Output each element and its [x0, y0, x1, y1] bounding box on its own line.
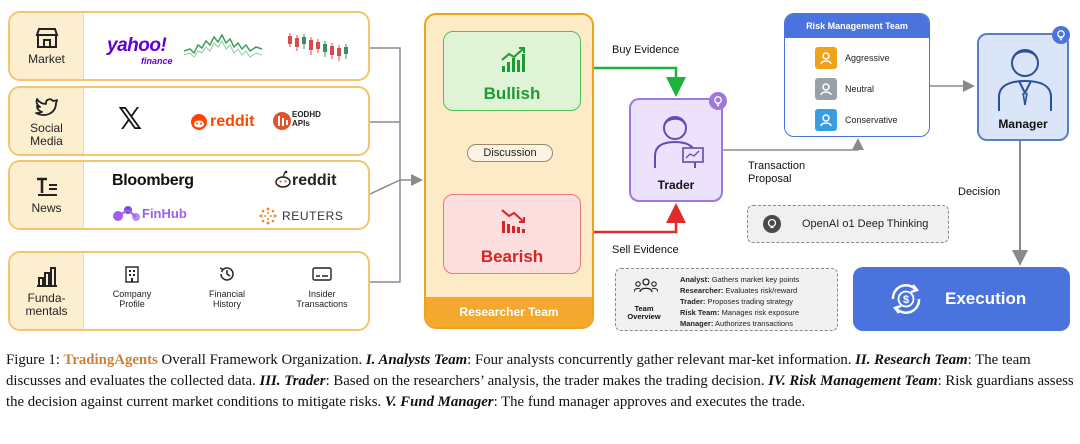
bearish-researcher: Bearish [443, 194, 581, 274]
figure-caption: Figure 1: TradingAgents Overall Framewor… [6, 352, 1074, 410]
connector-market [370, 47, 401, 180]
eodhd-icon [273, 112, 291, 130]
news-label: News [31, 201, 62, 215]
reddit-logo: reddit [210, 113, 255, 130]
lightbulb-icon [709, 92, 727, 110]
history-clock-icon [192, 263, 262, 285]
twitter-bird-icon [34, 95, 60, 119]
risk-neutral: Neutral [815, 78, 874, 100]
team-group-icon [634, 278, 658, 293]
news-text-icon [34, 175, 60, 199]
overview-line-researcher: Researcher: Evaluates risk/reward [680, 286, 798, 295]
sell-evidence-label: Sell Evidence [612, 244, 679, 256]
openai-bulb-icon [763, 215, 781, 233]
discussion-badge: Discussion [467, 144, 553, 162]
bullish-growth-icon [501, 47, 525, 72]
execution-dollar-icon: $ [891, 284, 921, 314]
svg-text:$: $ [903, 294, 909, 306]
arrow-transaction-proposal [723, 138, 864, 151]
store-icon [34, 26, 60, 50]
trader-box: Trader [629, 98, 723, 202]
analyst-news-row: News Bloomberg FinHub reddit REUTERS [8, 160, 370, 230]
openai-label: OpenAI o1 Deep Thinking [802, 218, 929, 230]
yahoo-finance-label: finance [141, 56, 173, 66]
bloomberg-logo: Bloomberg [112, 172, 194, 189]
caption-brand: TradingAgents [63, 352, 158, 368]
reddit-news-icon [275, 170, 291, 188]
aggressive-user-icon [815, 47, 837, 69]
analyst-fundamentals-label: Funda-mentals [10, 253, 84, 329]
yahoo-logo: yahoo! [107, 35, 167, 56]
manager-lightbulb-icon [1052, 26, 1070, 44]
buy-evidence-label: Buy Evidence [612, 44, 680, 56]
reuters-logo: REUTERS [282, 209, 344, 223]
overview-line-risk: Risk Team: Manages risk exposure [680, 308, 800, 317]
bullish-researcher: Bullish [443, 31, 581, 111]
arrow-sell-evidence [581, 203, 686, 234]
conservative-user-icon [815, 109, 837, 131]
candlestick-chart-icon [288, 33, 348, 61]
risk-management-panel: Risk Management Team Aggressive Neutral … [784, 13, 930, 137]
fundamentals-label: Funda-mentals [25, 290, 68, 318]
terminal-screen-icon [287, 263, 357, 285]
risk-aggressive: Aggressive [815, 47, 890, 69]
manager-box: Manager [977, 33, 1069, 141]
trader-person-icon [654, 116, 704, 168]
reddit-news-logo: reddit [292, 172, 337, 189]
finhub-logo: FinHub [142, 206, 187, 221]
overview-line-analyst: Analyst: Gathers market key points [680, 275, 800, 284]
market-line-chart-icon [184, 33, 263, 58]
analyst-market-label: Market [10, 13, 84, 79]
neutral-user-icon [815, 78, 837, 100]
reuters-icon [259, 207, 277, 225]
arrow-buy-evidence [581, 66, 686, 97]
risk-conservative: Conservative [815, 109, 898, 131]
bar-chart-icon [34, 265, 60, 289]
connector-news [369, 179, 401, 195]
manager-label: Manager [998, 117, 1048, 131]
market-label: Market [28, 52, 65, 66]
bearish-decline-icon [501, 209, 525, 233]
x-logo: 𝕏 [118, 103, 143, 136]
analyst-news-label: News [10, 162, 84, 228]
manager-person-icon [998, 49, 1052, 111]
overview-line-trader: Trader: Proposes trading strategy [680, 297, 793, 306]
execution-box: $ Execution [853, 267, 1070, 331]
researcher-team-title: Researcher Team [426, 297, 592, 327]
bearish-label: Bearish [480, 247, 544, 266]
reddit-alien-icon [191, 114, 207, 130]
bullish-label: Bullish [483, 84, 541, 103]
decision-label: Decision [958, 186, 1001, 198]
finhub-icon [113, 206, 140, 221]
analyst-market-row: Market yahoo! finance [8, 11, 370, 81]
trader-label: Trader [657, 178, 695, 192]
overview-line-manager: Manager: Authorizes transactions [680, 319, 793, 328]
building-icon [97, 263, 167, 285]
connector-fundamentals [370, 180, 401, 283]
execution-label: Execution [945, 289, 1027, 308]
risk-team-title: Risk Management Team [785, 14, 929, 38]
openai-deep-thinking-box: OpenAI o1 Deep Thinking [747, 205, 949, 243]
